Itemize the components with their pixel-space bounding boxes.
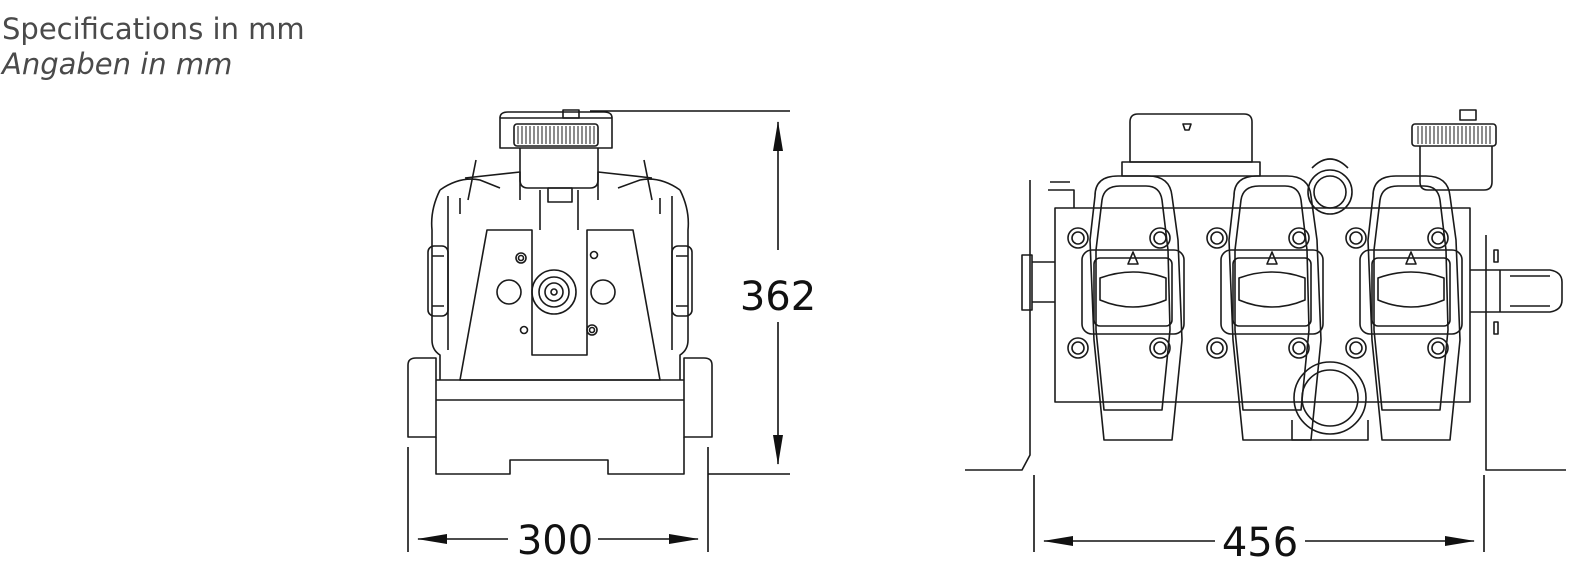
side-knurled-cap xyxy=(1417,126,1491,144)
caption-german: Angaben in mm xyxy=(2,47,233,82)
specification-caption: Specifications in mm Angaben in mm xyxy=(2,12,305,83)
pump-side-view xyxy=(965,109,1566,471)
pump-head-1 xyxy=(1067,175,1185,441)
front-width-dimension-label: 300 xyxy=(517,518,593,561)
pump-head-3 xyxy=(1345,175,1463,441)
caption-english: Specifications in mm xyxy=(2,12,305,46)
dimension-width-300 xyxy=(407,447,709,552)
dimension-height-362 xyxy=(590,110,790,475)
pump-front-view xyxy=(407,109,713,475)
side-width-dimension-label: 456 xyxy=(1222,520,1298,561)
front-knurled-cap xyxy=(517,126,595,144)
height-dimension-label: 362 xyxy=(740,274,816,320)
dimension-width-456 xyxy=(1033,475,1485,552)
pump-head-2 xyxy=(1206,175,1324,441)
